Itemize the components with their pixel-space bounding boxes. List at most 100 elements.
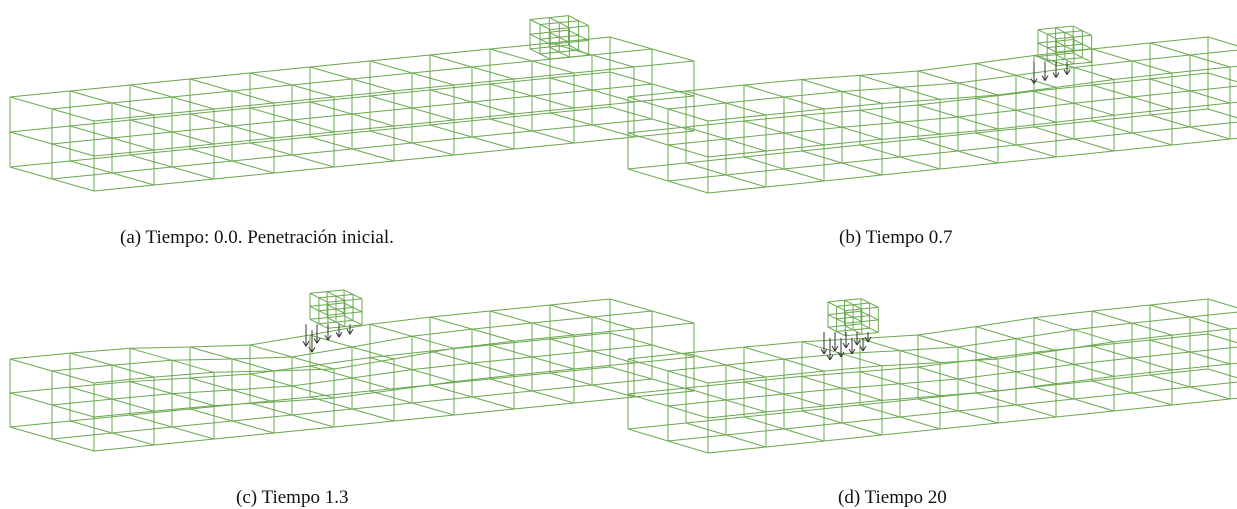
block-edge — [529, 48, 541, 55]
mesh-edge — [1149, 72, 1209, 80]
mesh-edge — [573, 101, 635, 109]
mesh-edge — [765, 108, 825, 116]
mesh-edge — [513, 368, 575, 376]
mesh-edge — [333, 389, 395, 399]
mesh-edge — [707, 114, 767, 122]
mesh-edge — [51, 438, 95, 452]
mesh-edge — [609, 71, 653, 85]
mesh-edge — [1149, 304, 1191, 318]
mesh-edge — [93, 184, 155, 192]
mesh-edge — [899, 410, 959, 418]
block-edge — [327, 289, 345, 293]
mesh-edge — [627, 352, 687, 360]
mesh-edge — [633, 130, 695, 138]
mesh-edge — [291, 356, 335, 370]
mesh-edge — [627, 387, 687, 395]
mesh-edge — [9, 131, 53, 145]
mesh-edge — [489, 83, 533, 97]
mesh-edge — [725, 393, 785, 401]
mesh-edge — [801, 341, 843, 355]
mesh-edge — [9, 386, 71, 394]
mesh-edge — [667, 108, 709, 122]
mesh-edge — [369, 357, 413, 371]
block-edge — [309, 292, 320, 299]
mesh-edge — [667, 180, 709, 194]
block-edge — [539, 24, 551, 31]
mesh-edge — [429, 89, 473, 103]
mesh-edge — [591, 316, 635, 330]
mesh-edge — [1189, 311, 1237, 318]
mesh-edge — [743, 381, 785, 395]
mesh-edge — [997, 86, 1057, 96]
mesh-edge — [725, 168, 785, 176]
block-edge — [1082, 43, 1092, 50]
mesh-edge — [743, 410, 803, 418]
mesh-edge — [633, 356, 695, 364]
mesh-edge — [1131, 126, 1191, 134]
mesh-edge — [1073, 357, 1133, 365]
block-edge — [326, 304, 337, 310]
mesh-edge — [801, 114, 843, 128]
mesh-edge — [471, 396, 515, 410]
block-edge — [1055, 54, 1066, 60]
mesh-edge — [111, 359, 173, 366]
mesh-edge — [69, 125, 113, 139]
mesh-edge — [309, 101, 353, 115]
mesh-edge — [859, 404, 901, 418]
mesh-edge — [291, 113, 353, 121]
mesh-edge — [171, 389, 233, 395]
mesh-edge — [489, 378, 533, 392]
mesh-edge — [273, 96, 335, 104]
mesh-edge — [859, 366, 919, 373]
mesh-edge — [633, 60, 695, 68]
mesh-edge — [1073, 138, 1115, 152]
mesh-edge — [9, 90, 71, 98]
block-edge — [326, 291, 337, 297]
mesh-edge — [783, 422, 843, 430]
mesh-edge — [111, 364, 155, 378]
mesh-edge — [917, 132, 977, 140]
mesh-edge — [111, 432, 155, 446]
block-edge — [318, 297, 329, 303]
mesh-edge — [743, 156, 785, 170]
mesh-edge — [291, 414, 335, 428]
mesh-edge — [1131, 357, 1173, 371]
subfigure-d: (d) Tiempo 20 — [618, 255, 1237, 508]
mesh-edge — [111, 166, 173, 174]
mesh-edge — [1189, 121, 1237, 128]
mesh-edge — [939, 422, 999, 430]
mesh-edge — [291, 377, 353, 387]
block-edge — [343, 302, 354, 308]
block-edge — [860, 298, 870, 304]
mesh-edge — [69, 352, 113, 366]
mesh-edge — [881, 395, 941, 401]
mesh-edge — [471, 356, 533, 364]
mesh-edge — [859, 338, 901, 352]
force-arrow-head — [324, 335, 329, 341]
mesh-edge — [975, 90, 1035, 99]
block-edge — [569, 54, 589, 58]
mesh-edge — [1149, 114, 1191, 128]
mesh-edge — [859, 371, 901, 385]
mesh-edge — [859, 70, 919, 76]
block-edge — [549, 46, 560, 53]
mesh-edge — [369, 130, 413, 144]
mesh-edge — [231, 84, 293, 92]
block-edge — [852, 304, 863, 310]
mesh-edge — [685, 387, 727, 401]
mesh-edge — [1055, 79, 1115, 88]
mesh-edge — [609, 332, 653, 346]
mesh-edge — [957, 371, 1017, 380]
mesh-edge — [975, 386, 1035, 394]
mesh-edge — [153, 405, 215, 412]
mesh-edge — [1091, 374, 1151, 382]
mesh-edge — [591, 83, 653, 91]
mesh-edge — [823, 365, 883, 372]
block-edge — [539, 53, 551, 60]
mesh-edge — [783, 168, 825, 182]
mesh-edge — [111, 426, 173, 434]
mesh-edge — [801, 144, 861, 152]
mesh-edge — [725, 138, 767, 152]
mesh-edge — [685, 346, 745, 354]
mesh-edge — [1189, 90, 1231, 104]
